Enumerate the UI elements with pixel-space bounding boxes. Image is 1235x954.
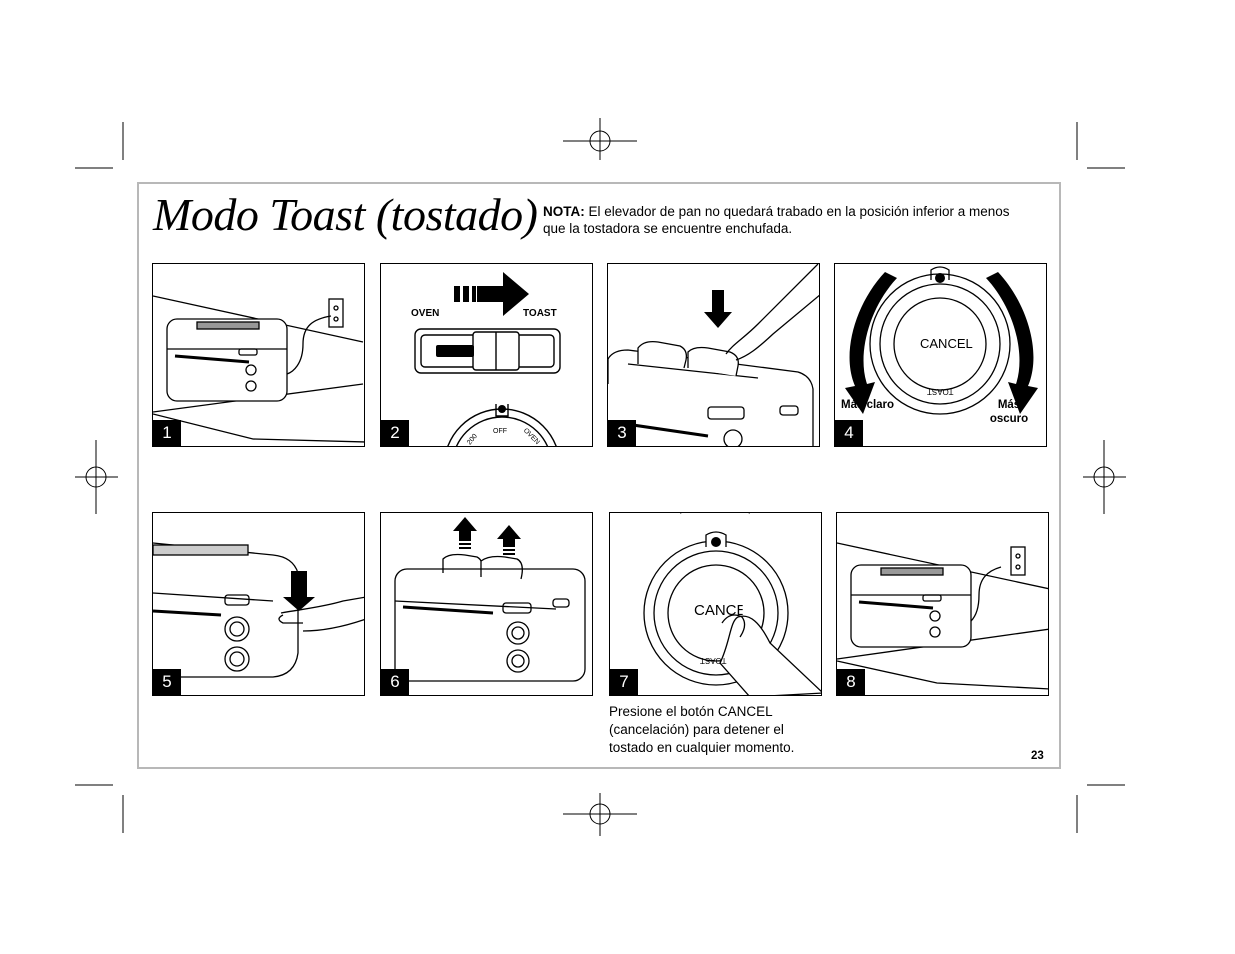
step-number: 7 bbox=[610, 669, 638, 695]
content-frame bbox=[137, 182, 1061, 769]
note-block: NOTA: El elevador de pan no quedará trab… bbox=[543, 203, 1033, 237]
note-text: El elevador de pan no quedará trabado en… bbox=[543, 204, 1010, 236]
step-panel-6: 6 bbox=[380, 512, 593, 696]
note-label: NOTA: bbox=[543, 204, 585, 219]
step-number: 4 bbox=[835, 420, 863, 446]
arrow-up-icon bbox=[497, 525, 521, 547]
press-cancel-illustration bbox=[643, 513, 821, 695]
step-panel-5: 5 bbox=[152, 512, 365, 696]
step-panel-7: CANCEL TOAST 7 bbox=[609, 512, 822, 696]
step-number: 5 bbox=[153, 669, 181, 695]
step-number: 2 bbox=[381, 420, 409, 446]
step-number: 3 bbox=[608, 420, 636, 446]
arrow-down-icon bbox=[283, 571, 315, 611]
arrow-right-icon bbox=[477, 272, 529, 316]
cancel-button-label: CANCEL bbox=[920, 336, 973, 351]
arrow-down-icon bbox=[704, 290, 732, 328]
step-7-caption: Presione el botón CANCEL (cancelación) p… bbox=[609, 704, 795, 755]
darker-label: Más oscuro bbox=[989, 399, 1029, 425]
page-number: 23 bbox=[1031, 750, 1044, 762]
oven-label: OVEN bbox=[411, 308, 440, 319]
toast-label: TOAST bbox=[523, 308, 557, 319]
dial-off-label: OFF bbox=[493, 428, 507, 435]
step-panel-2: OVEN TOAST OFF 200 OVEN 2 bbox=[380, 263, 593, 447]
oven-toast-selector-illustration bbox=[414, 272, 561, 446]
arrow-right-curve-icon bbox=[986, 272, 1038, 414]
shade-dial-illustration bbox=[845, 266, 1038, 415]
step-panel-4: CANCEL TOAST Más claro Más oscuro 4 bbox=[834, 263, 1047, 447]
dial-toast-label: TOAST bbox=[927, 387, 954, 396]
lighter-label: Más claro bbox=[841, 399, 895, 411]
step-panel-1: 1 bbox=[152, 263, 365, 447]
cancel-button-label: CANCEL bbox=[694, 602, 755, 619]
insert-bread-illustration bbox=[608, 264, 819, 446]
step-panel-8: 8 bbox=[836, 512, 1049, 696]
page-title: Modo Toast (tostado) bbox=[153, 189, 538, 240]
press-lever-illustration bbox=[153, 542, 364, 678]
step-number: 8 bbox=[837, 669, 865, 695]
step-number: 6 bbox=[381, 669, 409, 695]
toaster-plugged-illustration bbox=[153, 295, 364, 443]
toast-pops-up-illustration bbox=[394, 517, 586, 682]
arrow-up-icon bbox=[453, 517, 477, 541]
step-number: 1 bbox=[153, 420, 181, 446]
toaster-unplug-illustration bbox=[837, 542, 1048, 690]
dial-toast-label: TOAST bbox=[700, 656, 727, 665]
step-panel-3: 3 bbox=[607, 263, 820, 447]
arrow-left-curve-icon bbox=[845, 272, 897, 414]
